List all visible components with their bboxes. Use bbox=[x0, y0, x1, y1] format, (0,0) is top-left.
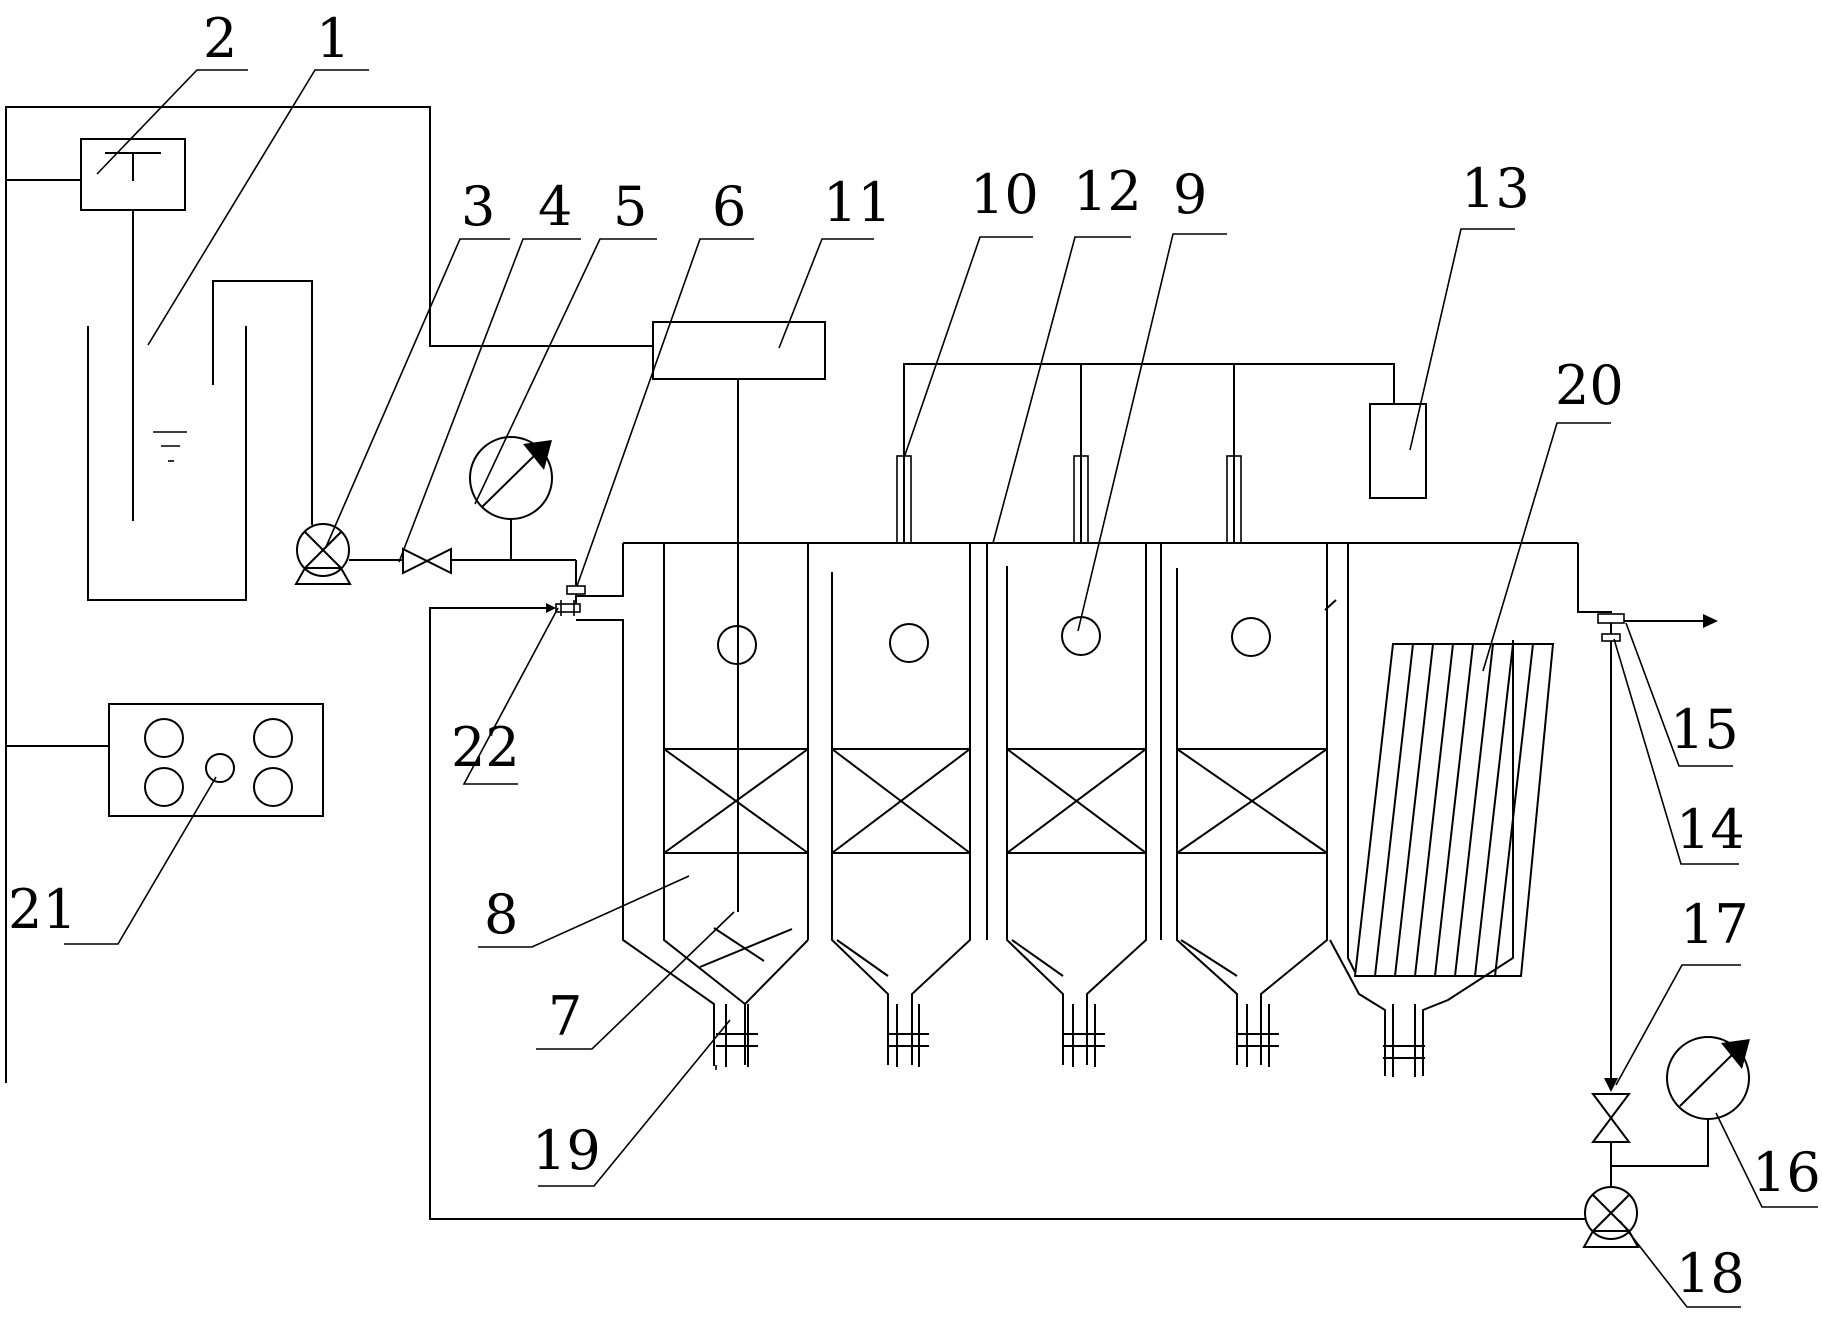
packing-layers bbox=[663, 748, 1328, 854]
control-wiring bbox=[5, 106, 653, 1083]
feed-tank bbox=[87, 280, 313, 601]
label-8: 8 bbox=[484, 883, 518, 946]
label-16: 16 bbox=[1752, 1141, 1821, 1204]
inspection-ports bbox=[717, 616, 1271, 665]
label-14: 14 bbox=[1676, 798, 1745, 861]
component-labels: 1 2 3 4 5 6 7 8 9 10 11 12 13 14 15 16 1… bbox=[8, 7, 1821, 1305]
feed-pump bbox=[294, 523, 352, 585]
feed-valve bbox=[402, 547, 452, 575]
mixer-motor bbox=[80, 138, 186, 521]
label-21: 21 bbox=[8, 878, 77, 941]
label-7: 7 bbox=[548, 985, 582, 1048]
recycle-pressure-gauge bbox=[1666, 1036, 1750, 1120]
label-18: 18 bbox=[1676, 1242, 1745, 1305]
label-10: 10 bbox=[970, 163, 1039, 226]
recycle-valve bbox=[1591, 1093, 1631, 1143]
drain-pipes bbox=[716, 1004, 1425, 1077]
label-13: 13 bbox=[1461, 157, 1530, 220]
control-panel bbox=[108, 703, 324, 817]
recycle-line bbox=[429, 603, 1709, 1220]
label-2: 2 bbox=[203, 7, 237, 70]
feed-line bbox=[349, 559, 577, 585]
recycle-pump bbox=[1582, 1186, 1640, 1248]
controller-box bbox=[652, 321, 826, 912]
stirrer-blade bbox=[699, 927, 793, 968]
label-9: 9 bbox=[1173, 163, 1207, 226]
label-19: 19 bbox=[532, 1119, 601, 1182]
tube-settler bbox=[1353, 643, 1555, 977]
label-22: 22 bbox=[451, 716, 520, 779]
label-17: 17 bbox=[1680, 893, 1749, 956]
label-12: 12 bbox=[1073, 160, 1142, 223]
label-4: 4 bbox=[538, 175, 572, 238]
gas-collector bbox=[896, 363, 1427, 544]
inlet-flange bbox=[566, 585, 586, 603]
label-3: 3 bbox=[461, 175, 495, 238]
feed-pressure-gauge bbox=[469, 436, 553, 560]
label-20: 20 bbox=[1555, 354, 1624, 417]
label-1: 1 bbox=[316, 7, 350, 70]
outlet-flange bbox=[1597, 613, 1718, 642]
label-5: 5 bbox=[613, 175, 647, 238]
label-6: 6 bbox=[712, 175, 746, 238]
label-11: 11 bbox=[823, 171, 892, 234]
label-15: 15 bbox=[1670, 698, 1739, 761]
leader-lines bbox=[64, 69, 1818, 1308]
